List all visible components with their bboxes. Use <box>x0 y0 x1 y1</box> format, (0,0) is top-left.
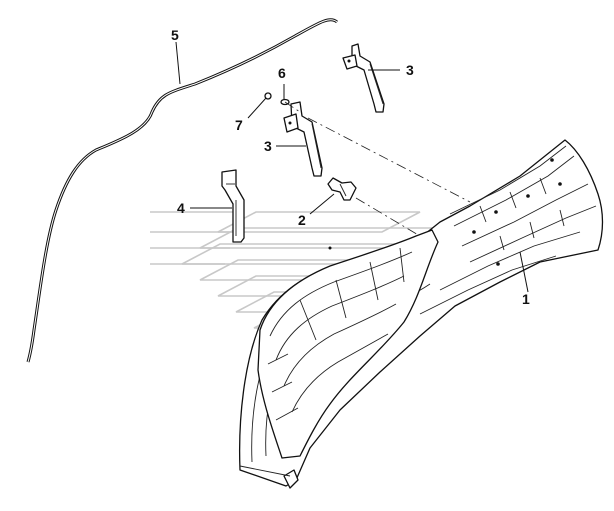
callout-labels: 5 6 3 7 3 4 2 1 <box>171 27 530 307</box>
callout-3-upper-label: 3 <box>406 62 414 78</box>
callout-3-middle-label: 3 <box>264 138 272 154</box>
callout-4-label: 4 <box>177 200 185 216</box>
callout-1-label: 1 <box>522 291 530 307</box>
leader-lines <box>175 41 529 293</box>
bracket-upper <box>342 43 385 113</box>
bracket-middle <box>283 101 323 177</box>
callout-7-label: 7 <box>235 117 243 133</box>
edge-trim-strip <box>26 18 338 363</box>
nut <box>264 92 272 100</box>
bracket-left <box>221 169 245 243</box>
callout-6-label: 6 <box>278 65 286 81</box>
fastener-pin <box>327 177 357 201</box>
assembly-centerlines <box>284 101 471 237</box>
wheel-arch-fender <box>239 139 604 489</box>
callout-2-label: 2 <box>298 212 306 228</box>
callout-5-label: 5 <box>171 27 179 43</box>
